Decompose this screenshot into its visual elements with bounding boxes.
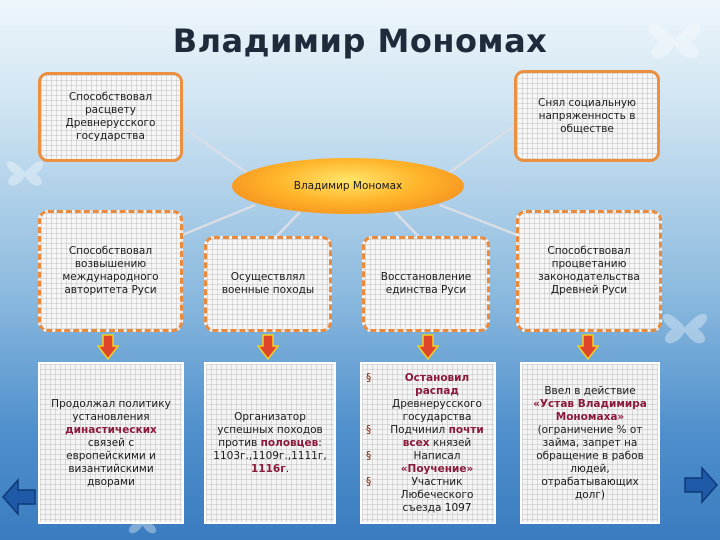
down-arrow-icon	[257, 334, 279, 360]
b2-line1: Организатор успешных походов против	[217, 410, 323, 449]
bottom-box-1: Продолжал политику установления династич…	[38, 362, 184, 524]
mid-box-2-text: Осуществлял военные походы	[221, 271, 315, 296]
top-left-text: Способствовал расцвету Древнерусского го…	[65, 91, 156, 142]
bullet-icon: §	[366, 371, 372, 384]
b2-highlight2: 1116г	[250, 462, 286, 475]
b3-item-2: § Подчинил почти всех князей	[366, 423, 486, 450]
mid-box-3: Восстановление единства Руси	[362, 236, 490, 332]
b1-line1: Продолжал политику установления	[51, 397, 171, 423]
b2-highlight1: половцев	[260, 436, 319, 449]
mid-box-4-text: Способствовал процветанию законодательст…	[538, 245, 640, 296]
down-arrow-icon	[97, 334, 119, 360]
mid-box-2: Осуществлял военные походы	[204, 236, 332, 332]
bottom-box-4: Ввел в действие «Устав Владимира Мономах…	[520, 362, 660, 524]
butterfly-icon	[663, 314, 707, 344]
b1-line2: связей с европейскими и византийскими дв…	[66, 436, 156, 488]
b3-item1-highlight: Остановил распад	[404, 371, 470, 397]
b2-line2: :	[318, 436, 322, 449]
forward-arrow-icon[interactable]	[684, 466, 718, 504]
bottom-box-2: Организатор успешных походов против поло…	[204, 362, 336, 524]
back-arrow-icon[interactable]	[2, 478, 36, 516]
b1-highlight: династических	[65, 423, 157, 436]
down-arrow-icon	[417, 334, 439, 360]
b3-item-3: § Написал «Поучение»	[366, 449, 486, 476]
b4-line1: Ввел в действие	[544, 384, 636, 397]
bullet-icon: §	[366, 423, 372, 436]
down-arrow-icon	[577, 334, 599, 360]
page-title: Владимир Мономах	[172, 22, 548, 60]
b3-item2-highlight: почти всех	[402, 423, 484, 449]
b2-line4: .	[285, 462, 290, 475]
center-label: Владимир Мономах	[293, 180, 403, 192]
b3-item3-highlight: «Поучение»	[400, 462, 474, 475]
bullet-icon: §	[366, 475, 372, 488]
b3-item2-pre: Подчинил	[390, 423, 446, 436]
butterfly-icon	[649, 24, 701, 59]
b3-item1-text: Древнерусского государства	[392, 397, 482, 423]
mid-box-3-text: Восстановление единства Руси	[380, 271, 472, 296]
bullet-icon: §	[366, 449, 372, 462]
b3-item4-text: Участник Любеческого съезда 1097	[400, 475, 474, 514]
top-right-text: Снял социальную напряженность в обществе	[538, 96, 636, 135]
mid-box-4: Способствовал процветанию законодательст…	[516, 210, 662, 332]
mid-box-1: Способствовал возвышению международного …	[38, 210, 183, 332]
b4-highlight: «Устав Владимира Мономаха»	[533, 397, 647, 423]
b3-item-4: § Участник Любеческого съезда 1097	[366, 475, 486, 515]
mid-box-1-text: Способствовал возвышению международного …	[62, 245, 159, 296]
butterfly-icon	[6, 161, 44, 186]
b4-line2: (ограничение % от займа, запрет на обращ…	[536, 423, 644, 501]
top-left-box: Способствовал расцвету Древнерусского го…	[38, 72, 183, 162]
bottom-box-3: § Остановил распад Древнерусского госуда…	[360, 362, 496, 524]
b3-item-1: § Остановил распад Древнерусского госуда…	[366, 371, 486, 424]
b2-line3: 1103г.,1109г.,1111г,	[213, 449, 327, 462]
center-node: Владимир Мономах	[232, 158, 464, 214]
b3-item3-pre: Написал	[413, 449, 461, 462]
b3-item2-post: князей	[432, 436, 472, 449]
top-right-box: Снял социальную напряженность в обществе	[514, 70, 660, 162]
